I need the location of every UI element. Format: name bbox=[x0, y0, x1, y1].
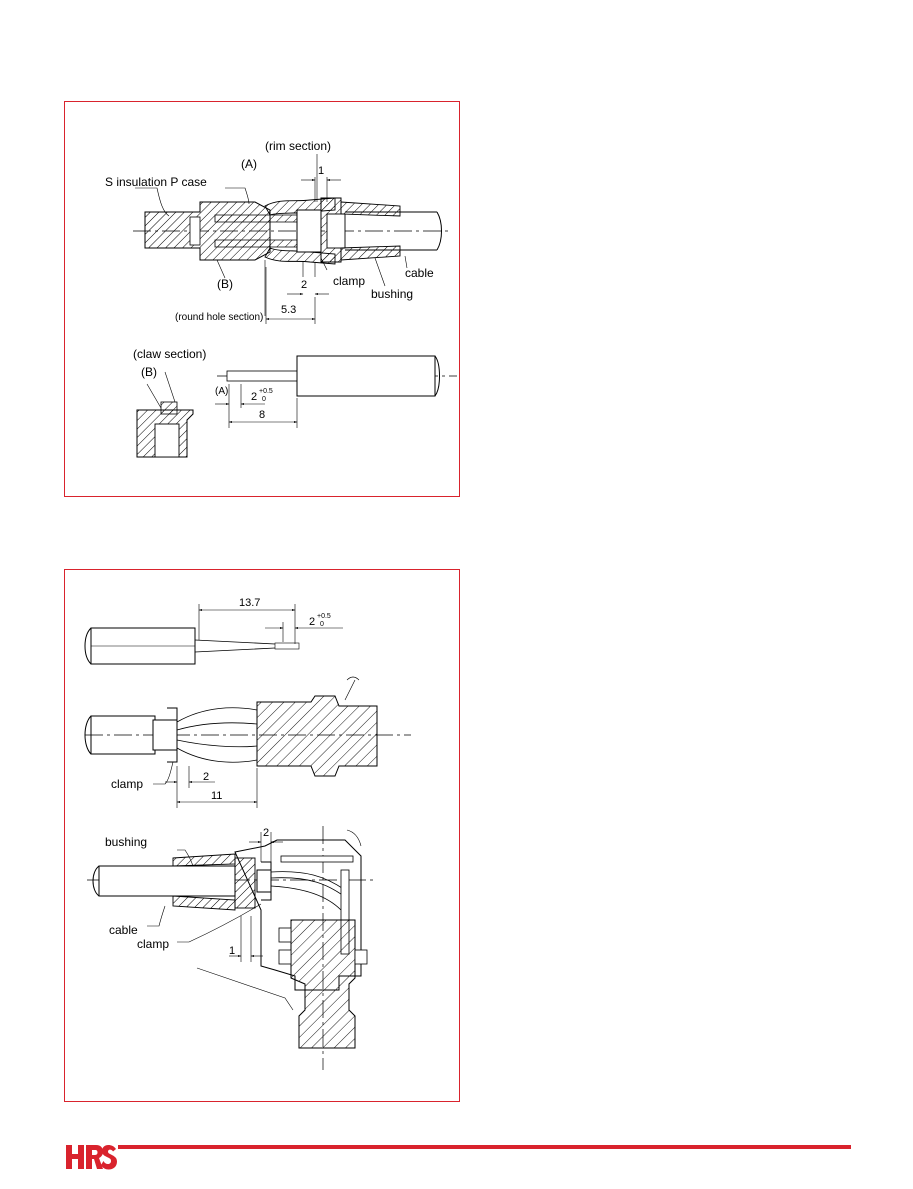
label-b-bottom: (B) bbox=[217, 277, 233, 291]
dim-strip-2: 2 bbox=[309, 616, 315, 628]
cable-jacket bbox=[296, 355, 436, 397]
dim-2: 2 bbox=[301, 279, 307, 291]
label-clamp: clamp bbox=[333, 274, 365, 288]
p-case bbox=[144, 201, 271, 261]
dim-8: 8 bbox=[259, 409, 265, 421]
dim-1-rim: 1 bbox=[318, 165, 324, 177]
label-round-hole-section: (round hole section) bbox=[175, 312, 263, 323]
clamp-bottom bbox=[256, 869, 272, 893]
label-claw-section: (claw section) bbox=[133, 347, 206, 361]
dim-2-top: 2 bbox=[263, 827, 269, 839]
label-cable: cable bbox=[405, 266, 434, 280]
label-bushing-bottom: bushing bbox=[105, 835, 147, 849]
figure-2-panel: 13.7 2 +0.5 0 clamp 2 11 bbox=[64, 569, 460, 1102]
hrs-logo bbox=[66, 1145, 117, 1170]
dim-strip-tol-plus: +0.5 bbox=[317, 613, 331, 620]
clamp-bottom bbox=[264, 247, 336, 265]
dim-1-bottom: 1 bbox=[229, 945, 235, 957]
label-rim-section: (rim section) bbox=[265, 139, 331, 153]
plug-body-bottom bbox=[290, 919, 356, 1049]
figure-2-drawing: 13.7 2 +0.5 0 clamp 2 11 bbox=[84, 597, 411, 1070]
figure-1-drawing: 1 2 5.3 (rim section) (A) S insulation P… bbox=[105, 139, 457, 458]
dim-strip-2: 2 bbox=[251, 391, 257, 403]
bushing-top bbox=[340, 201, 401, 217]
dim-13-7: 13.7 bbox=[239, 597, 260, 609]
plug-body-mid bbox=[256, 695, 378, 777]
label-a-strip: (A) bbox=[215, 386, 228, 397]
stripped-conductor bbox=[226, 370, 298, 382]
bushing-bottom bbox=[340, 245, 401, 261]
conductors-mid bbox=[176, 707, 258, 763]
dim-5-3: 5.3 bbox=[281, 304, 296, 316]
conductors-bottom bbox=[270, 871, 350, 911]
bushing-bottom-top bbox=[172, 853, 236, 867]
label-clamp-bottom: clamp bbox=[137, 937, 169, 951]
footer-rule bbox=[118, 1145, 851, 1149]
cable-bottom bbox=[98, 865, 236, 897]
label-s-insulation-p-case: S insulation P case bbox=[105, 175, 207, 189]
dim-strip-tol-zero: 0 bbox=[262, 396, 266, 403]
contact-sleeve-bottom bbox=[214, 239, 298, 248]
bushing-bottom-bottom bbox=[172, 895, 236, 911]
cable-outline bbox=[345, 211, 437, 251]
dim-strip-tol-plus: +0.5 bbox=[259, 388, 273, 395]
dim-strip-tol-zero: 0 bbox=[320, 621, 324, 628]
label-b-claw: (B) bbox=[141, 365, 157, 379]
label-bushing: bushing bbox=[371, 287, 413, 301]
figure-1-panel: 1 2 5.3 (rim section) (A) S insulation P… bbox=[64, 101, 460, 497]
rim-block bbox=[296, 209, 322, 253]
label-a-top: (A) bbox=[241, 157, 257, 171]
dim-11: 11 bbox=[211, 790, 222, 802]
label-clamp-mid: clamp bbox=[111, 777, 143, 791]
label-cable-bottom: cable bbox=[109, 923, 138, 937]
contact-sleeve-top bbox=[214, 214, 298, 223]
dim-2-mid: 2 bbox=[203, 771, 209, 783]
clamp-mid bbox=[152, 719, 178, 751]
